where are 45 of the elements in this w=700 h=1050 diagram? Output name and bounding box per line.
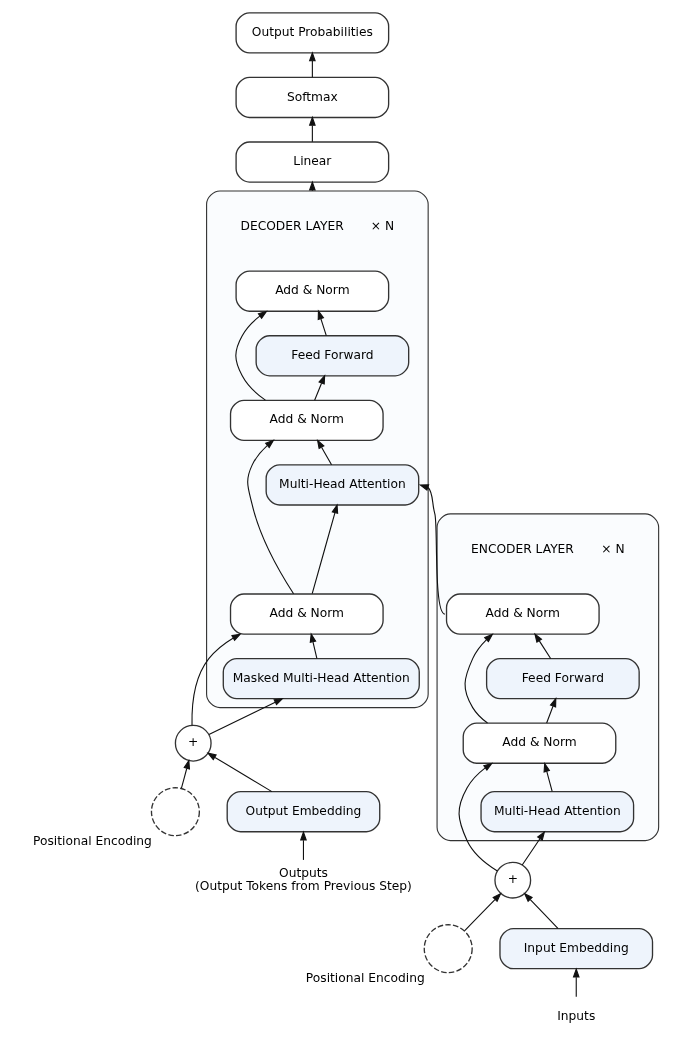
node-label: Positional Encoding <box>305 971 425 986</box>
arrow <box>246 439 294 595</box>
node-circle: + <box>493 861 531 899</box>
arrow <box>207 698 284 736</box>
arrow <box>464 633 494 724</box>
arrow <box>316 438 332 466</box>
node-text: Outputs (Output Tokens from Previous Step) <box>194 865 412 893</box>
node-box: Add & Norm <box>234 270 389 312</box>
arrow <box>572 967 580 998</box>
node-circle <box>150 787 200 837</box>
node-box: Output Embedding <box>226 791 380 833</box>
arrow <box>180 759 190 789</box>
node-box: Feed Forward <box>485 657 640 700</box>
node-box: Input Embedding <box>498 927 653 970</box>
node-circle <box>423 924 473 974</box>
arrow <box>313 374 325 401</box>
node-box: Multi-Head Attention <box>479 791 634 833</box>
arrow <box>463 892 502 932</box>
arrow <box>234 310 268 401</box>
node-label: Positional Encoding <box>32 834 152 849</box>
arrow <box>458 762 498 872</box>
arrow <box>299 830 307 861</box>
node-box: Add & Norm <box>445 593 600 635</box>
arrow <box>542 762 553 792</box>
arrow <box>206 752 272 793</box>
node-box: Add & Norm <box>229 399 384 442</box>
arrow <box>521 830 545 866</box>
node-text: Inputs <box>556 1009 595 1024</box>
arrow <box>523 892 558 929</box>
node-box: Softmax <box>234 76 389 119</box>
node-box: Output Probabilities <box>234 12 389 54</box>
arrow <box>533 632 551 660</box>
node-box: Masked Multi-Head Attention <box>222 657 420 700</box>
arrow <box>317 309 327 337</box>
node-box: Add & Norm <box>229 593 384 635</box>
node-box: Linear <box>234 141 389 183</box>
arrow <box>418 484 445 615</box>
node-box: Add & Norm <box>462 722 616 764</box>
arrow <box>311 503 338 595</box>
node-box: Feed Forward <box>254 335 409 377</box>
node-circle: + <box>174 724 212 762</box>
node-box: Multi-Head Attention <box>265 464 419 506</box>
arrow <box>190 633 242 726</box>
arrow <box>309 632 317 660</box>
arrow <box>545 697 556 724</box>
